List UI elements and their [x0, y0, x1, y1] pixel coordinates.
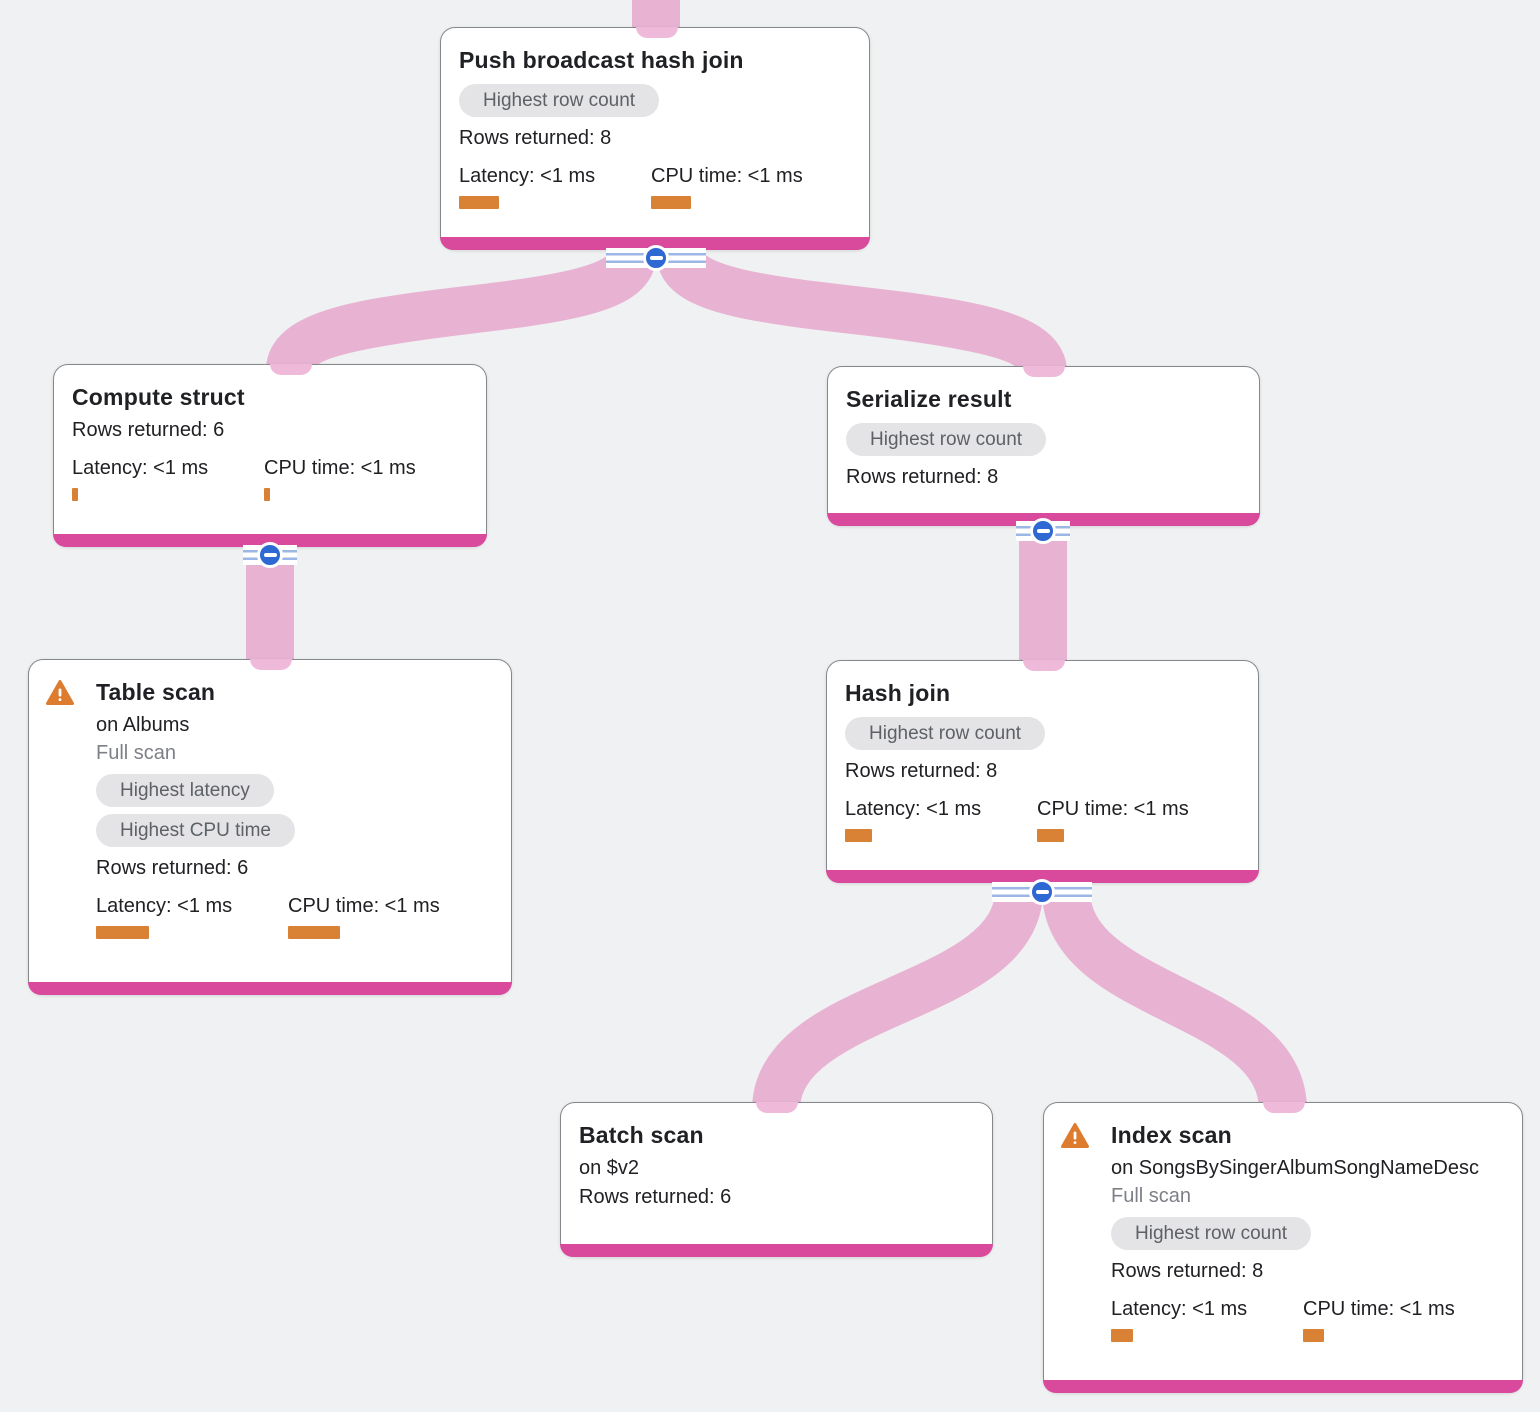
latency-label: Latency: <1 ms	[1111, 1298, 1248, 1320]
cpu-time-label: CPU time: <1 ms	[1303, 1298, 1455, 1320]
collapse-button[interactable]	[1029, 879, 1055, 905]
collapse-button[interactable]	[257, 542, 283, 568]
cpu-time-bar	[264, 488, 270, 501]
edge-connector	[1016, 518, 1070, 544]
rows-returned: Rows returned: 8	[846, 466, 999, 488]
collapse-button[interactable]	[643, 245, 669, 271]
node-title: Hash join	[845, 680, 951, 706]
latency-metric: Latency: <1 ms	[1111, 1296, 1303, 1342]
node-title: Table scan	[96, 679, 216, 705]
flow-ribbon-to-serialize-result	[657, 250, 1067, 377]
plan-node-serialize-result[interactable]: Serialize result Highest row count Rows …	[827, 366, 1260, 526]
edge-connector	[243, 542, 297, 568]
plan-node-index-scan[interactable]: Index scan on SongsBySingerAlbumSongName…	[1043, 1102, 1523, 1393]
latency-label: Latency: <1 ms	[72, 457, 209, 479]
latency-bar	[845, 829, 872, 842]
node-title: Batch scan	[579, 1122, 704, 1148]
rows-returned: Rows returned: 8	[459, 127, 612, 149]
edge-tongue	[636, 27, 678, 38]
node-title: Push broadcast hash join	[459, 47, 744, 73]
edge-tongue	[1263, 1102, 1305, 1113]
rows-returned: Rows returned: 6	[96, 857, 249, 879]
flow-ribbon-to-batch-scan	[752, 887, 1043, 1113]
node-accent-bar	[440, 237, 870, 250]
node-title: Compute struct	[72, 384, 245, 410]
latency-label: Latency: <1 ms	[96, 895, 233, 917]
plan-node-compute-struct[interactable]: Compute struct Rows returned: 6 Latency:…	[53, 364, 487, 547]
collapse-button[interactable]	[1030, 518, 1056, 544]
node-accent-bar	[826, 870, 1259, 883]
status-badge: Highest row count	[846, 423, 1047, 456]
latency-label: Latency: <1 ms	[459, 165, 596, 187]
edge-tongue	[1023, 660, 1065, 671]
node-title: Index scan	[1111, 1122, 1232, 1148]
latency-metric: Latency: <1 ms	[96, 893, 288, 939]
flow-ribbon-to-compute-struct	[266, 250, 656, 375]
cpu-time-bar	[288, 926, 340, 939]
node-accent-bar	[28, 982, 512, 995]
edge-tongue	[756, 1102, 798, 1113]
edge-tongue	[250, 659, 292, 670]
latency-bar	[1111, 1329, 1133, 1342]
plan-node-push-broadcast-hash-join[interactable]: Push broadcast hash join Highest row cou…	[440, 27, 870, 250]
latency-metric: Latency: <1 ms	[459, 163, 651, 209]
node-target: on Albums	[96, 714, 190, 736]
cpu-metric: CPU time: <1 ms	[264, 455, 468, 501]
latency-bar	[459, 196, 499, 209]
node-accent-bar	[53, 534, 487, 547]
edge-connector	[606, 245, 706, 271]
cpu-time-bar	[1303, 1329, 1324, 1342]
rows-returned: Rows returned: 8	[845, 760, 998, 782]
latency-bar	[96, 926, 149, 939]
latency-metric: Latency: <1 ms	[72, 455, 264, 501]
status-badge: Highest CPU time	[96, 814, 295, 847]
warning-icon	[1061, 1123, 1089, 1149]
node-target: on SongsBySingerAlbumSongNameDesc	[1111, 1157, 1479, 1179]
rows-returned: Rows returned: 6	[579, 1186, 732, 1208]
latency-bar	[72, 488, 78, 501]
status-badge: Highest row count	[845, 717, 1046, 750]
plan-node-table-scan[interactable]: Table scan on Albums Full scan Highest l…	[28, 659, 512, 995]
cpu-metric: CPU time: <1 ms	[1037, 796, 1240, 842]
cpu-metric: CPU time: <1 ms	[288, 893, 493, 939]
cpu-time-label: CPU time: <1 ms	[651, 165, 803, 187]
cpu-metric: CPU time: <1 ms	[651, 163, 851, 209]
cpu-time-bar	[1037, 829, 1064, 842]
edge-tongue	[270, 364, 312, 375]
plan-node-batch-scan[interactable]: Batch scan on $v2 Rows returned: 6	[560, 1102, 993, 1257]
status-badge: Highest row count	[459, 84, 660, 117]
node-accent-bar	[560, 1244, 993, 1257]
rows-returned: Rows returned: 8	[1111, 1260, 1264, 1282]
cpu-time-label: CPU time: <1 ms	[264, 457, 416, 479]
rows-returned: Rows returned: 6	[72, 419, 225, 441]
warning-icon	[46, 680, 74, 706]
node-title: Serialize result	[846, 386, 1012, 412]
status-badge: Highest row count	[1111, 1217, 1312, 1250]
scan-type: Full scan	[96, 742, 177, 764]
cpu-metric: CPU time: <1 ms	[1303, 1296, 1504, 1342]
latency-label: Latency: <1 ms	[845, 798, 982, 820]
latency-metric: Latency: <1 ms	[845, 796, 1037, 842]
edge-connector	[992, 879, 1092, 905]
node-accent-bar	[1043, 1380, 1523, 1393]
cpu-time-bar	[651, 196, 691, 209]
flow-ribbon-to-index-scan	[1042, 888, 1307, 1112]
scan-type: Full scan	[1111, 1185, 1192, 1207]
edge-tongue	[1023, 366, 1065, 377]
cpu-time-label: CPU time: <1 ms	[288, 895, 440, 917]
plan-node-hash-join[interactable]: Hash join Highest row count Rows returne…	[826, 660, 1259, 883]
status-badge: Highest latency	[96, 774, 274, 807]
cpu-time-label: CPU time: <1 ms	[1037, 798, 1189, 820]
node-target: on $v2	[579, 1157, 640, 1179]
